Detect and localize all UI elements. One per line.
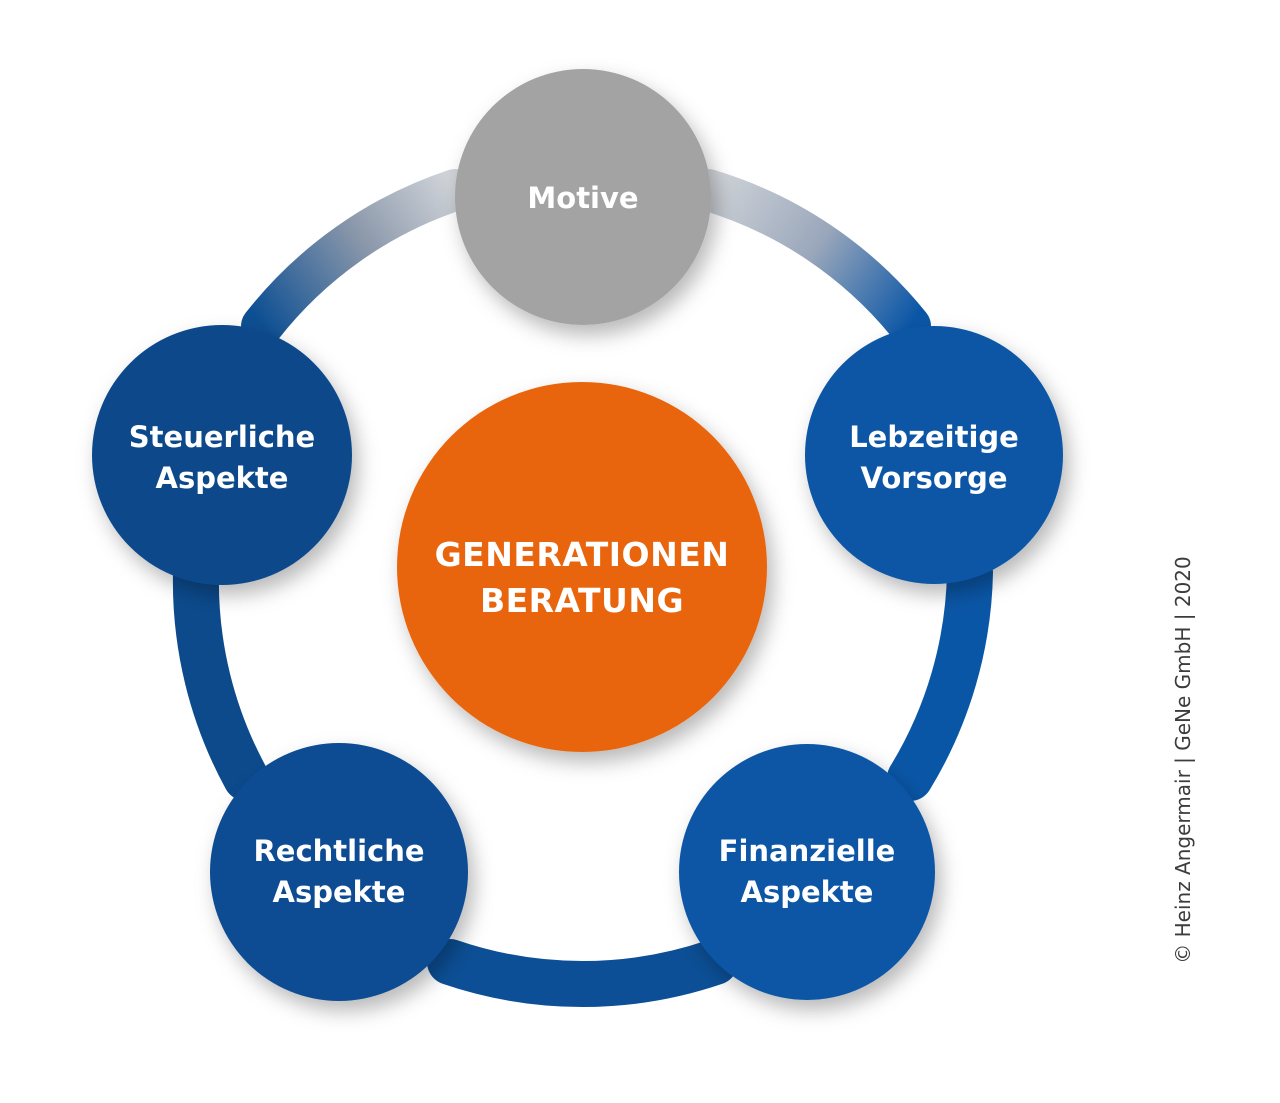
- ring-segment-finanzielle-rechtliche: [427, 939, 738, 1007]
- node-label-line2: Vorsorge: [861, 461, 1008, 495]
- ring-segment-motive-lebzeitige: [687, 169, 931, 347]
- node-label-line2: Aspekte: [741, 875, 874, 909]
- ring: [172, 169, 993, 1007]
- node-label-line1: Finanzielle: [719, 834, 896, 868]
- node-label-line1: Steuerliche: [129, 420, 315, 454]
- copyright-notice: © Heinz Angermair | GeNe GmbH | 2020: [1171, 556, 1195, 964]
- node-circle: [805, 326, 1063, 584]
- node-rechtliche-aspekte: Rechtliche Aspekte: [210, 743, 468, 1001]
- node-label-line1: Lebzeitige: [849, 420, 1019, 454]
- node-circle: [679, 744, 935, 1000]
- node-label-line1: Rechtliche: [253, 834, 424, 868]
- node-circle: [92, 325, 352, 585]
- node-label-line2: Aspekte: [156, 461, 289, 495]
- node-circle: [210, 743, 468, 1001]
- center-label-line1: GENERATIONEN: [435, 535, 730, 574]
- node-steuerliche-aspekte: Steuerliche Aspekte: [92, 325, 352, 585]
- ring-segment-motive-steuerliche: [241, 169, 476, 347]
- center-node: GENERATIONEN BERATUNG: [397, 382, 767, 752]
- node-motive: Motive: [455, 69, 711, 325]
- node-finanzielle-aspekte: Finanzielle Aspekte: [679, 744, 935, 1000]
- ring-segment-rechtliche-steuerliche: [172, 549, 269, 801]
- node-lebzeitige-vorsorge: Lebzeitige Vorsorge: [805, 326, 1063, 584]
- ring-segment-lebzeitige-finanzielle: [887, 549, 993, 801]
- node-label-line1: Motive: [527, 181, 638, 215]
- node-circle: [455, 69, 711, 325]
- node-label-line2: Aspekte: [273, 875, 406, 909]
- center-label-line2: BERATUNG: [480, 581, 684, 620]
- center-circle: [397, 382, 767, 752]
